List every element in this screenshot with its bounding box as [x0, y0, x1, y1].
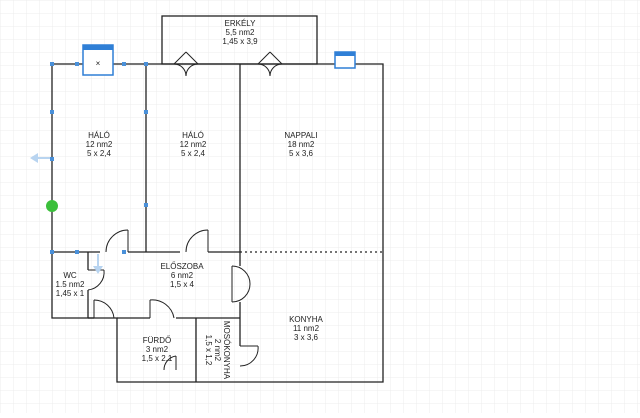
svg-text:12 nm2: 12 nm2: [86, 140, 113, 149]
svg-text:MOSÓKONYHA: MOSÓKONYHA: [222, 321, 231, 380]
svg-text:1.5 nm2: 1.5 nm2: [56, 280, 85, 289]
green-dot-handle[interactable]: [46, 200, 58, 212]
svg-text:HÁLÓ: HÁLÓ: [182, 131, 204, 140]
label-eloszoba: ELŐSZOBA 6 nm2 1,5 x 4: [160, 262, 204, 289]
svg-text:11 nm2: 11 nm2: [293, 324, 320, 333]
window-icon[interactable]: [334, 51, 356, 69]
svg-text:KONYHA: KONYHA: [289, 315, 323, 324]
svg-text:2 nm2: 2 nm2: [213, 339, 222, 362]
svg-text:FÜRDŐ: FÜRDŐ: [143, 336, 171, 345]
door-furdo-inner[interactable]: [163, 355, 177, 371]
svg-text:12 nm2: 12 nm2: [180, 140, 207, 149]
svg-text:ELŐSZOBA: ELŐSZOBA: [160, 262, 204, 271]
svg-text:1,5 x 4: 1,5 x 4: [170, 280, 195, 289]
arrow-down-icon[interactable]: [93, 254, 103, 274]
label-erkely: ERKÉLY 5,5 nm2 1,45 x 3,9: [222, 19, 258, 46]
svg-text:1,45 x 1: 1,45 x 1: [56, 289, 85, 298]
svg-text:1,5 x 2,1: 1,5 x 2,1: [142, 354, 173, 363]
svg-text:5 x 3,6: 5 x 3,6: [289, 149, 314, 158]
door-mosokonyha[interactable]: [239, 345, 259, 367]
door-eloszoba-right[interactable]: [231, 265, 251, 303]
label-mosokonyha: MOSÓKONYHA 2 nm2 1,5 x 1,2: [204, 321, 231, 380]
svg-text:6 nm2: 6 nm2: [171, 271, 194, 280]
door-furdo[interactable]: [149, 299, 175, 319]
door-halo1[interactable]: [105, 229, 129, 253]
svg-text:5 x 2,4: 5 x 2,4: [181, 149, 206, 158]
label-halo2: HÁLÓ 12 nm2 5 x 2,4: [180, 131, 207, 158]
label-halo1: HÁLÓ 12 nm2 5 x 2,4: [86, 131, 113, 158]
svg-text:3 x 3,6: 3 x 3,6: [294, 333, 319, 342]
svg-text:WC: WC: [63, 271, 77, 280]
balcony-door-right[interactable]: [257, 51, 283, 77]
svg-text:NAPPALI: NAPPALI: [284, 131, 317, 140]
label-wc: WC 1.5 nm2 1,45 x 1: [56, 271, 85, 298]
svg-text:ERKÉLY: ERKÉLY: [225, 19, 257, 28]
window-icon[interactable]: ×: [82, 44, 114, 76]
balcony-door-left[interactable]: [173, 51, 199, 77]
svg-text:×: ×: [96, 59, 101, 68]
label-nappali: NAPPALI 18 nm2 5 x 3,6: [284, 131, 317, 158]
svg-text:5,5 nm2: 5,5 nm2: [226, 28, 255, 37]
door-eloszoba-bottom-left[interactable]: [93, 299, 115, 319]
label-furdo: FÜRDŐ 3 nm2 1,5 x 2,1: [142, 336, 173, 363]
svg-text:HÁLÓ: HÁLÓ: [88, 131, 110, 140]
svg-text:1,45 x 3,9: 1,45 x 3,9: [222, 37, 258, 46]
svg-text:1,5 x 1,2: 1,5 x 1,2: [204, 335, 213, 366]
door-halo2[interactable]: [185, 229, 209, 253]
svg-text:18 nm2: 18 nm2: [288, 140, 315, 149]
svg-text:5 x 2,4: 5 x 2,4: [87, 149, 112, 158]
selection-vertices[interactable]: [50, 62, 148, 254]
outer-wall[interactable]: [51, 63, 384, 383]
arrow-left-icon[interactable]: [30, 153, 50, 163]
label-konyha: KONYHA 11 nm2 3 x 3,6: [289, 315, 323, 342]
svg-text:3 nm2: 3 nm2: [146, 345, 169, 354]
